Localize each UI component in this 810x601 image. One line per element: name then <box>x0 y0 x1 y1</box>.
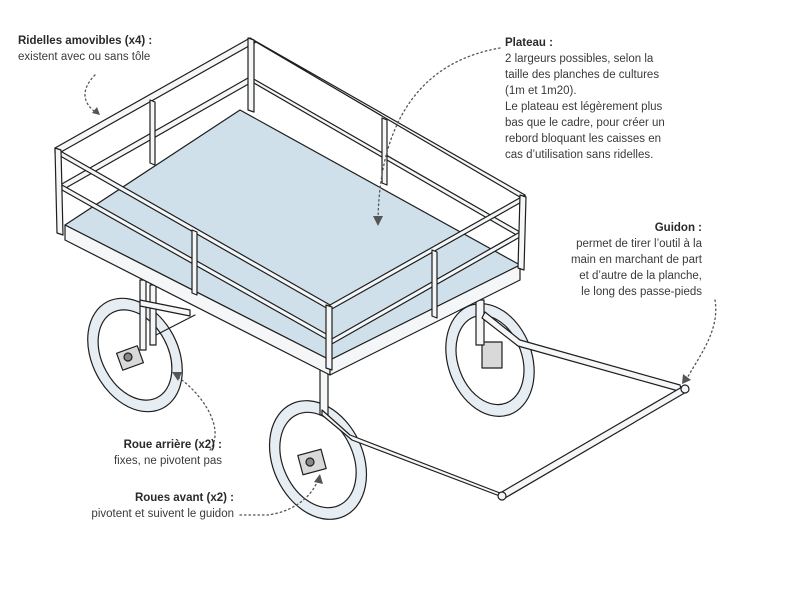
guidon-line: permet de tirer l’outil à la <box>576 238 702 250</box>
roues-avant-line: pivotent et suivent le guidon <box>91 508 234 520</box>
guidon-arrowhead <box>682 374 691 384</box>
plateau-line: (1m et 1m20). <box>505 85 577 97</box>
ridelles-title: Ridelles amovibles (x4) : <box>18 35 153 47</box>
guidon-line: le long des passe-pieds <box>581 286 702 298</box>
plateau-line: Le plateau est légèrement plus <box>505 101 663 113</box>
plateau-title: Plateau : <box>505 37 553 49</box>
roues-avant-arrowhead <box>314 474 323 484</box>
roues-avant-leader <box>239 479 319 516</box>
roue-arriere-arrowhead <box>172 372 182 381</box>
rear-right-wheel <box>445 303 535 417</box>
ridelles-line: existent avec ou sans tôle <box>18 51 151 63</box>
plateau-line: bas que le cadre, pour créer un <box>505 117 665 129</box>
roues-avant-title: Roues avant (x2) : <box>134 492 234 504</box>
plateau-callout: Plateau : 2 largeurs possibles, selon la… <box>505 35 665 163</box>
guidon-title: Guidon : <box>654 222 702 234</box>
plateau-leader <box>377 47 501 221</box>
guidon-callout: Guidon : permet de tirer l’outil à la ma… <box>571 220 702 300</box>
plateau-line: rebord bloquant les caisses en <box>505 133 661 145</box>
guidon-line: et d’autre de la planche, <box>579 270 702 282</box>
ridelles-callout: Ridelles amovibles (x4) : existent avec … <box>18 33 152 65</box>
rear-left-wheel <box>87 297 183 413</box>
plateau-arrowhead <box>373 216 383 226</box>
roues-avant-callout: Roues avant (x2) : pivotent et suivent l… <box>91 490 234 522</box>
ridelles-rails <box>54 37 527 371</box>
plateau-line: taille des planches de cultures <box>505 69 660 81</box>
roue-arriere-title: Roue arrière (x2) : <box>123 439 222 451</box>
ridelles-arrowhead <box>92 107 100 115</box>
guidon-leader <box>685 299 717 381</box>
roue-arriere-callout: Roue arrière (x2) : fixes, ne pivotent p… <box>114 437 222 469</box>
plateau-line: 2 largeurs possibles, selon la <box>505 53 654 65</box>
guidon-line: main en marchant de part <box>570 254 702 266</box>
plateau-line: cas d’utilisation sans ridelles. <box>505 149 654 161</box>
roue-arriere-line: fixes, ne pivotent pas <box>113 455 222 467</box>
front-wheel <box>268 400 368 520</box>
guidon-handle <box>321 311 690 501</box>
